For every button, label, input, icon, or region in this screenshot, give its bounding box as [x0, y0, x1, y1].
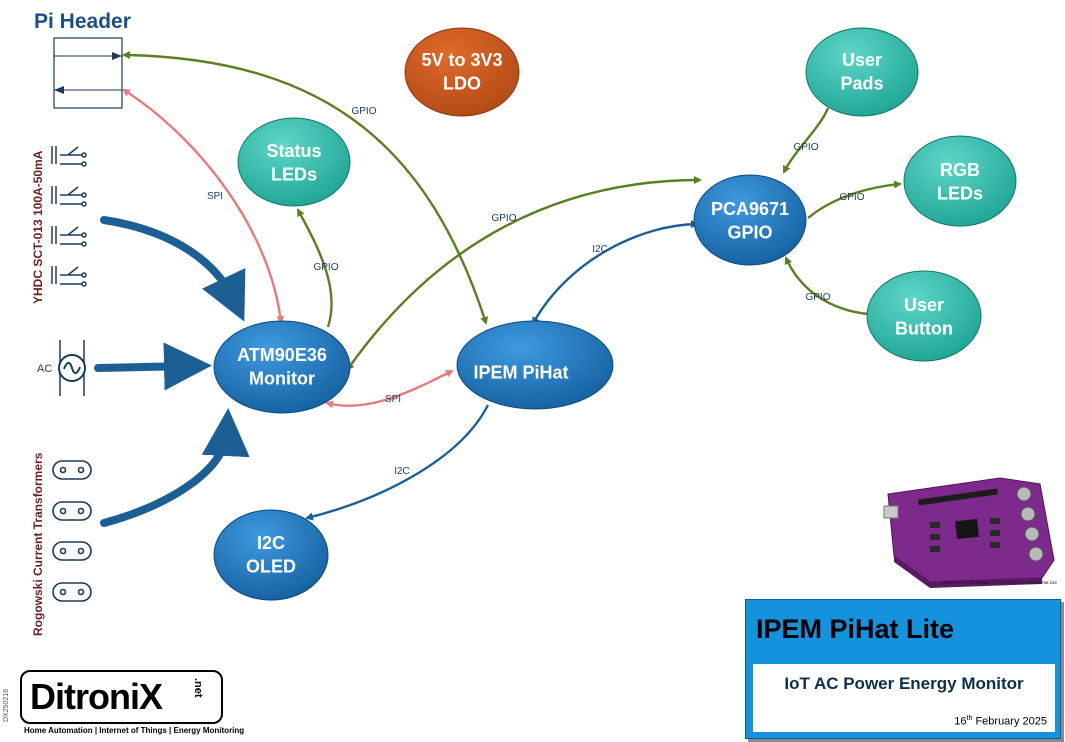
node-label-line: OLED: [246, 556, 296, 576]
node-label-line: LEDs: [937, 183, 983, 203]
edge-button-pca-gpio: [784, 256, 869, 316]
node-label-line: 5V to 3V3: [421, 50, 502, 70]
ct-side-label: YHDC SCT-013 100A-50mA: [31, 150, 45, 304]
title-block-subtitle: IoT AC Power Energy Monitor: [784, 674, 1024, 693]
edge-label-gpio: GPIO: [839, 192, 864, 203]
node-label-line: GPIO: [727, 222, 772, 242]
pi-header-connector: [53, 37, 123, 109]
logo-box: DitroniX .net: [20, 670, 223, 724]
thick-arrow-ac: [94, 342, 212, 391]
node-label-line: PCA9671: [711, 199, 789, 219]
document-id: DX250216: [3, 688, 10, 722]
pcb-caption: ditronix.net | 3D Render | Pre-Productio…: [943, 580, 1058, 585]
rogowski-connectors: [52, 460, 92, 602]
edge-label-gpio: GPIO: [491, 213, 516, 224]
node-label-line: Monitor: [249, 368, 315, 388]
edge-label-spi: SPI: [207, 191, 223, 202]
edge-label-gpio: GPIO: [793, 142, 818, 153]
node-label-line: LDO: [443, 73, 481, 93]
edge-atm-status-gpio: [296, 208, 333, 328]
node-rgb-leds-label: RGB LEDs: [937, 160, 983, 203]
node-label-line: User: [842, 50, 882, 70]
node-label-line: RGB: [940, 160, 980, 180]
edge-label-gpio: GPIO: [313, 262, 338, 273]
edge-label-gpio: GPIO: [351, 106, 376, 117]
rogowski-connector-icon: [52, 460, 92, 480]
rogowski-connector-icon: [52, 541, 92, 561]
ct-clamp-icon: [51, 266, 87, 287]
rogowski-connector-icon: [52, 501, 92, 521]
edge-label-i2c: I2C: [394, 466, 410, 477]
ac-label: AC: [37, 363, 52, 375]
edge-atm-ipem-spi: [325, 369, 454, 409]
ct-clamp-icon: [51, 146, 87, 167]
thick-arrow-ct: [100, 216, 246, 322]
date-rest: February 2025: [972, 716, 1047, 728]
date-day: 16: [954, 716, 967, 728]
pcb-render-image: ditronix.net | 3D Render | Pre-Productio…: [883, 477, 1058, 588]
edge-label-spi: SPI: [385, 394, 401, 405]
node-label-line: I2C: [257, 533, 285, 553]
node-label-line: Button: [895, 318, 953, 338]
title-block: IPEM PiHat Lite IoT AC Power Energy Moni…: [745, 599, 1061, 739]
ac-source-icon: [58, 340, 86, 396]
node-label-line: ATM90E36: [237, 345, 327, 365]
title-block-date: 16th February 2025: [954, 715, 1047, 728]
node-ipem-pihat: IPEM PiHat: [456, 320, 614, 410]
node-rgb-leds: RGB LEDs: [903, 135, 1017, 227]
edge-pi-atm-spi: [121, 88, 285, 324]
title-block-inner: IoT AC Power Energy Monitor 16th Februar…: [753, 664, 1055, 732]
edge-ipem-pca-i2c: [531, 220, 699, 326]
node-i2c-oled-label: I2C OLED: [246, 533, 296, 576]
rogowski-connector-icon: [52, 582, 92, 602]
edge-pca-rgb-gpio: [807, 180, 902, 219]
ditronix-logo: DitroniX .net Home Automation | Internet…: [20, 670, 244, 735]
edge-ipem-oled-i2c: [305, 404, 490, 521]
node-ipem-pihat-label: IPEM PiHat: [473, 362, 568, 382]
logo-name: DitroniX: [30, 676, 163, 717]
node-label-line: Status: [266, 141, 321, 161]
rogowski-side-label: Rogowski Current Transformers: [31, 452, 45, 636]
node-label-line: LEDs: [271, 164, 317, 184]
node-label-line: Pads: [840, 73, 883, 93]
title-block-title: IPEM PiHat Lite: [756, 614, 955, 644]
node-label-line: User: [904, 295, 944, 315]
ct-clamp-icons: [51, 146, 87, 287]
edge-label-gpio: GPIO: [805, 292, 830, 303]
ct-clamp-icon: [51, 186, 87, 207]
ct-clamp-icon: [51, 226, 87, 247]
edge-pads-pca-gpio: [782, 107, 830, 174]
edge-label-i2c: I2C: [592, 244, 608, 255]
logo-net: .net: [192, 678, 204, 698]
thick-arrow-rogowski: [100, 408, 250, 527]
pi-header-title: Pi Header: [34, 10, 131, 33]
node-label-line: IPEM PiHat: [473, 362, 568, 382]
node-i2c-oled: I2C OLED: [213, 509, 329, 601]
date-suffix: th: [966, 715, 973, 723]
logo-tagline: Home Automation | Internet of Things | E…: [24, 726, 245, 735]
edge-atm-pca-gpio: [346, 176, 702, 371]
